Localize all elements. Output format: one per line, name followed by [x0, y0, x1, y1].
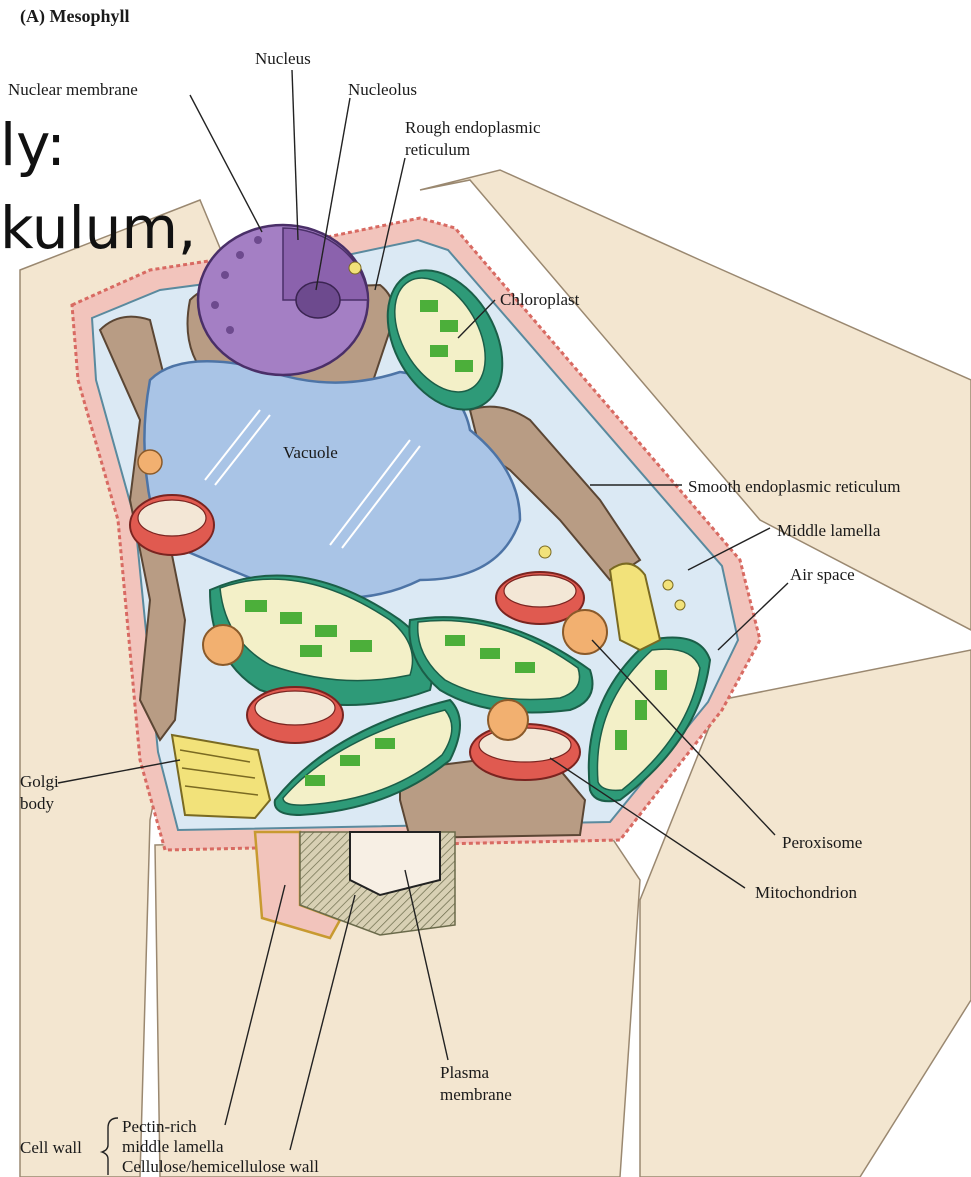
label-vacuole: Vacuole — [283, 443, 338, 462]
mitochondrion-bottom — [470, 724, 580, 780]
label-peroxisome: Peroxisome — [782, 833, 862, 852]
panel-title: (A) Mesophyll — [20, 6, 130, 27]
label-nuclear-membrane: Nuclear membrane — [8, 80, 138, 99]
overlay-text-line-2: kulum, — [0, 194, 196, 262]
label-golgi-line1: Golgi — [20, 772, 59, 791]
label-nucleolus: Nucleolus — [348, 80, 417, 99]
nucleolus — [296, 282, 340, 318]
peroxisome — [488, 700, 528, 740]
label-pectin-line1: Pectin-rich — [122, 1117, 197, 1136]
label-middle-lamella: Middle lamella — [777, 521, 881, 540]
label-mitochondrion: Mitochondrion — [755, 883, 857, 902]
label-smooth-er: Smooth endoplasmic reticulum — [688, 477, 900, 496]
nuclear-pore — [211, 301, 219, 309]
peroxisome — [138, 450, 162, 474]
label-plasma-membrane-line2: membrane — [440, 1085, 512, 1104]
vesicle — [349, 262, 361, 274]
label-chloroplast: Chloroplast — [500, 290, 580, 309]
label-cellulose: Cellulose/hemicellulose wall — [122, 1157, 319, 1176]
mitochondrion-left — [130, 495, 214, 555]
label-cell-wall: Cell wall — [20, 1138, 82, 1157]
overlay-text-line-1: ly: — [0, 111, 66, 179]
label-rough-er-line2: reticulum — [405, 140, 470, 159]
vesicle — [663, 580, 673, 590]
vesicle — [539, 546, 551, 558]
nuclear-pore — [221, 271, 229, 279]
peroxisome — [203, 625, 243, 665]
label-rough-er-line1: Rough endoplasmic — [405, 118, 541, 137]
vesicle — [675, 600, 685, 610]
label-pectin-line2: middle lamella — [122, 1137, 224, 1156]
mitochondrion-center-left — [247, 687, 343, 743]
label-air-space: Air space — [790, 565, 855, 584]
label-golgi-line2: body — [20, 794, 55, 813]
label-nucleus: Nucleus — [255, 49, 311, 68]
label-plasma-membrane-line1: Plasma — [440, 1063, 490, 1082]
peroxisome — [563, 610, 607, 654]
nuclear-pore — [226, 326, 234, 334]
